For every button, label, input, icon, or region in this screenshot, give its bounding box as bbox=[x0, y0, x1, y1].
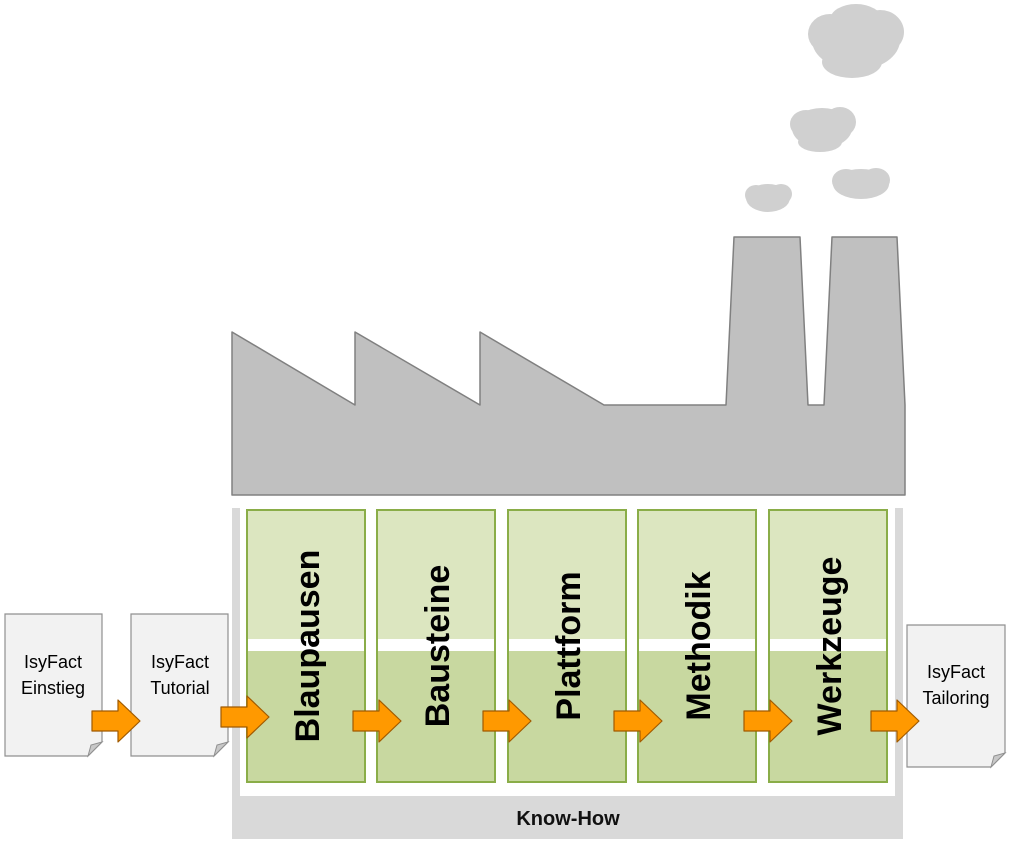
arrow-right-icon bbox=[870, 699, 920, 743]
cloud-icon bbox=[745, 184, 792, 212]
arrow-right-icon bbox=[482, 699, 532, 743]
knowhow-label: Know-How bbox=[516, 808, 620, 830]
document-tailoring: IsyFact Tailoring bbox=[906, 624, 1007, 769]
cloud-icon bbox=[790, 107, 856, 152]
cloud-icon bbox=[832, 168, 890, 199]
column-label: Blaupausen bbox=[289, 550, 327, 743]
cloud-icon bbox=[808, 4, 904, 78]
document-subtitle: Tailoring bbox=[922, 688, 989, 708]
column-blaupausen: Blaupausen bbox=[246, 509, 366, 783]
factory-building bbox=[231, 236, 906, 496]
document-title: IsyFact bbox=[24, 652, 82, 672]
flow-arrows bbox=[91, 695, 920, 743]
column-label: Methodik bbox=[680, 571, 718, 720]
column-label: Werkzeuge bbox=[811, 557, 849, 736]
column-methodik: Methodik bbox=[637, 509, 757, 783]
arrow-right-icon bbox=[91, 699, 141, 743]
arrow-right-icon bbox=[352, 699, 402, 743]
document-subtitle: Einstieg bbox=[21, 678, 85, 698]
document-subtitle: Tutorial bbox=[150, 678, 209, 698]
document-title: IsyFact bbox=[151, 652, 209, 672]
document-title: IsyFact bbox=[927, 662, 985, 682]
document-einstieg: IsyFact Einstieg bbox=[4, 613, 104, 758]
column-label: Plattform bbox=[550, 571, 588, 720]
column-label: Bausteine bbox=[419, 565, 457, 728]
smoke-clouds bbox=[745, 4, 904, 212]
column-bausteine: Bausteine bbox=[376, 509, 496, 783]
arrow-right-icon bbox=[613, 699, 663, 743]
document-tutorial: IsyFact Tutorial bbox=[130, 613, 230, 758]
column-plattform: Plattform bbox=[507, 509, 627, 783]
arrow-right-icon bbox=[220, 695, 270, 739]
arrow-right-icon bbox=[743, 699, 793, 743]
column-werkzeuge: Werkzeuge bbox=[768, 509, 888, 783]
